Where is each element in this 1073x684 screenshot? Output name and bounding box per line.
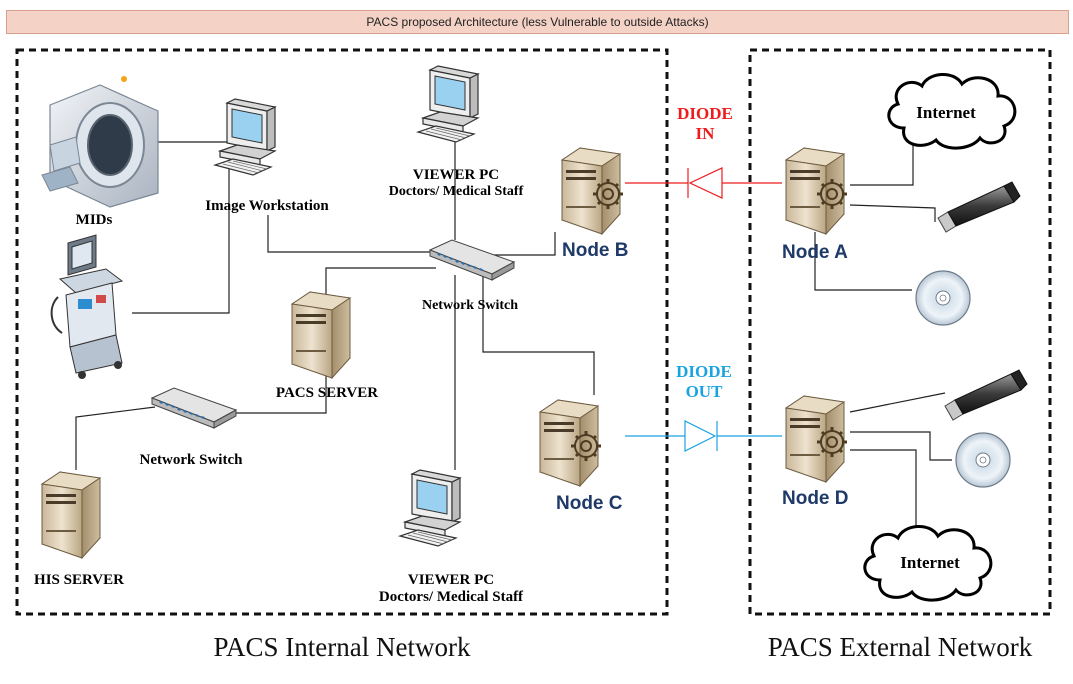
ultrasound-machine-icon	[50, 234, 124, 379]
label-mids: MIDs	[75, 212, 113, 228]
his-server-icon	[41, 471, 101, 559]
internal-network-boundary	[15, 48, 669, 616]
label-node-a: Node A	[782, 242, 848, 263]
label-viewer-pc-top: VIEWER PC Doctors/ Medical Staff	[389, 167, 524, 200]
label-diode-out-line1: DIODE	[676, 362, 732, 381]
label-internet-bottom: Internet	[900, 553, 960, 572]
label-diode-out: DIODE OUT	[676, 362, 732, 402]
label-viewer-pc-bottom-line1: VIEWER PC	[407, 572, 495, 588]
viewer-pc-bottom-icon	[399, 469, 461, 547]
pacs-server-icon	[291, 291, 351, 379]
label-viewer-pc-top-line2: Doctors/ Medical Staff	[388, 184, 524, 199]
label-external-network: PACS External Network	[767, 632, 1033, 662]
label-diode-in-line2: IN	[695, 124, 715, 143]
label-internal-network: PACS Internal Network	[213, 632, 471, 662]
label-diode-in-line1: DIODE	[677, 104, 733, 123]
label-viewer-pc-bottom: VIEWER PC Doctors/ Medical Staff	[379, 572, 523, 606]
label-network-switch-secondary: Network Switch	[139, 452, 243, 468]
label-diode-in: DIODE IN	[677, 104, 733, 144]
label-diode-out-line2: OUT	[685, 382, 723, 401]
label-viewer-pc-top-line1: VIEWER PC	[412, 167, 500, 183]
diode-out-symbol	[625, 420, 782, 452]
node-a-server-icon	[785, 147, 849, 235]
image-workstation-pc-icon	[214, 98, 276, 176]
network-switch-main-icon	[429, 239, 515, 281]
label-node-b: Node B	[562, 240, 629, 261]
usb-drive-top-icon	[937, 181, 1021, 233]
connection-lines	[75, 135, 952, 527]
network-switch-secondary-icon	[151, 387, 237, 429]
node-b-server-icon	[561, 147, 625, 235]
cd-bottom-icon	[955, 432, 1011, 488]
usb-drive-bottom-icon	[944, 369, 1028, 421]
cd-top-icon	[915, 270, 971, 326]
label-node-c: Node C	[556, 493, 623, 514]
mri-scanner-icon	[41, 76, 159, 208]
diagram-title: PACS proposed Architecture (less Vulnera…	[6, 10, 1069, 34]
diode-in-symbol	[625, 167, 782, 199]
external-network-boundary	[748, 48, 1052, 616]
label-viewer-pc-bottom-line2: Doctors/ Medical Staff	[378, 589, 524, 605]
label-image-workstation: Image Workstation	[205, 198, 329, 214]
node-c-server-icon	[539, 399, 603, 487]
label-node-d: Node D	[782, 488, 849, 509]
label-pacs-server: PACS SERVER	[275, 385, 379, 401]
label-internet-top: Internet	[916, 103, 976, 122]
node-d-server-icon	[785, 395, 849, 483]
label-network-switch-main: Network Switch	[421, 298, 519, 313]
viewer-pc-top-icon	[417, 65, 479, 143]
label-his-server: HIS SERVER	[34, 572, 124, 588]
